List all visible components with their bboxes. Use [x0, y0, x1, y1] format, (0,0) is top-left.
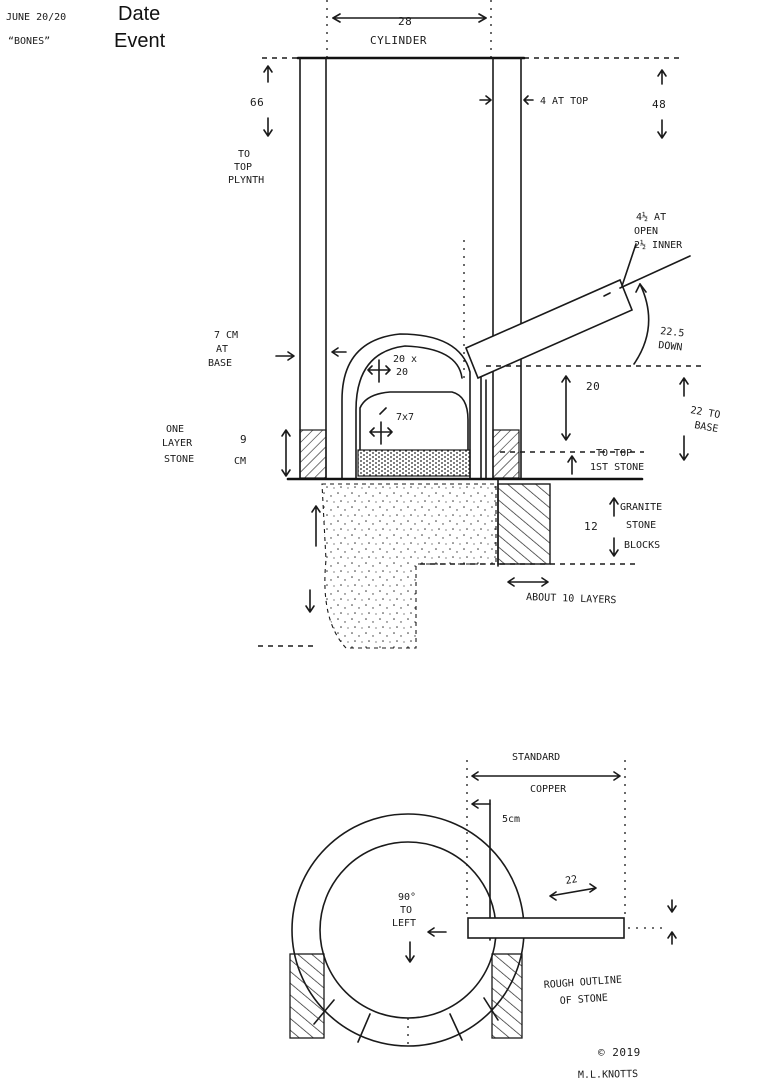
plan-offset: 5cm: [502, 814, 520, 825]
event-label: Event: [114, 30, 166, 52]
copyright: © 2019: [598, 1046, 641, 1059]
arch-outer-1: 20 x: [393, 354, 417, 365]
cylinder-label: CYLINDER: [370, 34, 427, 47]
first-stone-1: TO TOP: [596, 448, 632, 459]
wall-base-2: AT: [216, 344, 228, 355]
block-height: 12: [584, 520, 598, 533]
rough-2: OF STONE: [559, 993, 608, 1007]
wall-base-1: 7 CM: [214, 330, 238, 341]
turn-1: 90°: [398, 892, 416, 903]
turn-2: TO: [400, 905, 412, 916]
signature: M.L.KNOTTS: [578, 1069, 638, 1081]
to-top-plynth-1: TO: [238, 149, 250, 160]
pipe-top-1: 4½ AT: [636, 211, 666, 223]
inner-stone-slab: [357, 449, 471, 477]
one-layer-2: LAYER: [162, 438, 193, 449]
elevation-drawing: 28 CYLINDER 66 TO TOP PLYNTH 4 AT TOP 48…: [162, 0, 721, 649]
earth-fill: [321, 483, 497, 649]
granite-1: GRANITE: [620, 502, 662, 513]
plan-stone-left: [289, 953, 325, 1039]
wall-top-label: 4 AT TOP: [540, 96, 588, 107]
move-arrows-1: [367, 359, 391, 383]
pipe-top-2: OPEN: [634, 226, 658, 237]
first-stone-2: 1ST STONE: [590, 462, 644, 473]
firebox-arch-outer: [341, 333, 471, 479]
firebox-opening: [359, 391, 469, 451]
stone-layer-right: [492, 429, 520, 479]
move-arrows-2: [369, 421, 393, 445]
header: JUNE 20/20 “BONES” Date Event: [6, 3, 166, 52]
one-layer-3: STONE: [164, 454, 194, 465]
turn-3: LEFT: [392, 918, 416, 929]
angle-2: DOWN: [658, 340, 683, 353]
granite-block: [497, 483, 551, 565]
plan-stone-right: [491, 953, 523, 1039]
stone-height-2: CM: [234, 456, 246, 467]
to-top-plynth-3: PLYNTH: [228, 175, 264, 186]
cylinder-width: 28: [398, 15, 412, 28]
arch-outer-2: 20: [396, 367, 408, 378]
stone-layer-left: [299, 429, 327, 479]
granite-2: STONE: [626, 520, 656, 531]
wall-base-3: BASE: [208, 358, 232, 369]
to-base-2: BASE: [693, 420, 719, 435]
plan-pipe-length: 22: [565, 874, 579, 887]
pipe-height: 20: [586, 380, 600, 393]
plan-drawing: STANDARD COPPER 5cm 90° TO LEFT 22 ROUGH…: [289, 752, 677, 1047]
to-base-1: 22 TO: [689, 405, 721, 421]
standard-label: STANDARD: [512, 752, 560, 763]
angle-arc: [633, 283, 650, 365]
copper-label: COPPER: [530, 784, 567, 795]
pipe-top-3: 2½ INNER: [634, 239, 683, 251]
left-height: 66: [250, 96, 264, 109]
about-layers: ABOUT 10 LAYERS: [526, 592, 617, 606]
one-layer-1: ONE: [166, 424, 184, 435]
to-top-plynth-2: TOP: [234, 162, 252, 173]
angle-1: 22.5: [660, 326, 685, 339]
right-height: 48: [652, 98, 666, 111]
footer: © 2019 M.L.KNOTTS: [578, 1046, 641, 1081]
arch-inner: 7x7: [396, 412, 414, 423]
granite-3: BLOCKS: [624, 540, 660, 551]
flue-pipe: [463, 240, 691, 380]
handwritten-date: JUNE 20/20: [6, 12, 66, 23]
handwritten-name: “BONES”: [8, 36, 50, 47]
stone-height-1: 9: [240, 433, 247, 446]
plan-pipe: [467, 917, 625, 939]
rough-1: ROUGH OUTLINE: [543, 975, 622, 991]
date-label: Date: [118, 3, 160, 25]
